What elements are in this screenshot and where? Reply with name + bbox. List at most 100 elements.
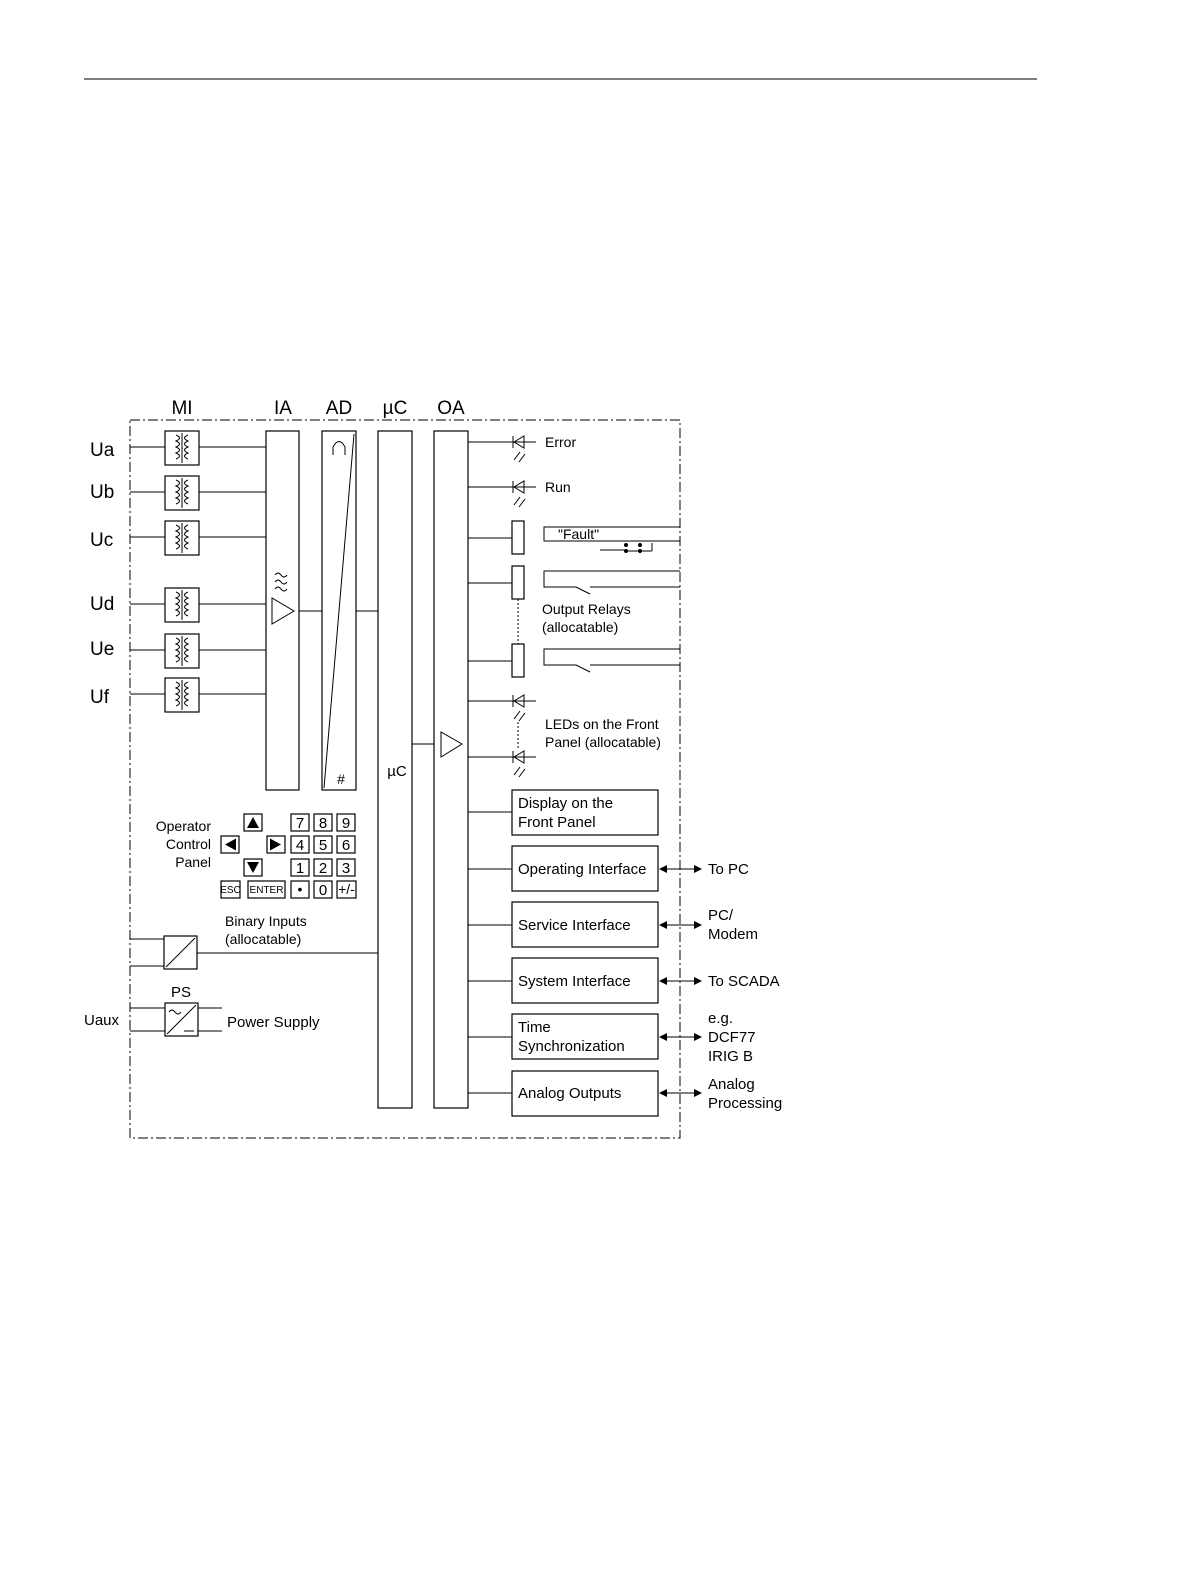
operator-panel-line-2: Control (166, 836, 211, 852)
key-3: 3 (342, 860, 350, 877)
interface-analog-outputs: Analog Outputs Analog Processing (468, 1070, 782, 1117)
input-transformer-uf (130, 677, 266, 713)
header-ad: AD (326, 398, 352, 419)
svg-text:Analog Outputs: Analog Outputs (518, 1085, 621, 1102)
arrow-down-key (243, 858, 263, 877)
binary-inputs-line-2: (allocatable) (225, 931, 301, 947)
header-oa: OA (437, 398, 465, 419)
input-label-ua: Ua (90, 440, 115, 461)
arrow-left-key (220, 835, 240, 854)
input-label-ud: Ud (90, 594, 114, 615)
error-led: Error (468, 434, 576, 463)
zero-key: 0 (313, 880, 333, 899)
svg-text:ESC: ESC (220, 885, 241, 896)
binary-inputs-line-1: Binary Inputs (225, 913, 307, 929)
key-6: 6 (342, 837, 350, 854)
input-label-uf: Uf (90, 687, 110, 708)
output-amplifier-icon (440, 731, 463, 758)
esc-key: ESC (220, 880, 241, 899)
key-1: 1 (296, 860, 304, 877)
interface-system: System Interface To SCADA (468, 957, 780, 1004)
header-uc: µC (383, 398, 408, 419)
input-transformer-ub (130, 475, 266, 511)
output-relays-line-2: (allocatable) (542, 619, 618, 635)
plusminus-key: +/- (336, 880, 357, 899)
leds-front-line-2: Panel (allocatable) (545, 734, 661, 750)
svg-text:0: 0 (319, 882, 327, 899)
svg-text:•: • (298, 881, 303, 897)
svg-text:ENTER: ENTER (250, 885, 284, 896)
svg-text:Display on the: Display on the (518, 795, 613, 812)
arrow-right-key (266, 835, 286, 854)
key-5: 5 (319, 837, 327, 854)
svg-text:Service Interface: Service Interface (518, 917, 631, 934)
front-led-2 (468, 750, 536, 778)
power-supply-label: Power Supply (227, 1014, 320, 1031)
output-relays-line-1: Output Relays (542, 601, 631, 617)
operator-panel-line-3: Panel (175, 854, 211, 870)
uc-label: µC (387, 763, 407, 780)
key-4: 4 (296, 837, 304, 854)
filter-icon (274, 572, 288, 592)
interface-service: Service Interface PC/ Modem (468, 901, 758, 948)
device-enclosure (129, 419, 681, 1139)
dot-key: • (290, 880, 310, 899)
input-label-ue: Ue (90, 639, 114, 660)
svg-text:IRIG B: IRIG B (708, 1048, 753, 1065)
front-led-1 (468, 694, 536, 722)
svg-text:Operating Interface: Operating Interface (518, 861, 646, 878)
fault-label: "Fault" (558, 526, 599, 542)
svg-text:Front Panel: Front Panel (518, 814, 596, 831)
ad-hash: # (337, 771, 345, 787)
svg-text:Modem: Modem (708, 926, 758, 943)
output-relay-1 (468, 565, 680, 600)
ia-block (265, 430, 300, 791)
interface-operating: Operating Interface To PC (468, 845, 749, 892)
svg-text:PC/: PC/ (708, 907, 734, 924)
run-label: Run (545, 479, 571, 495)
ps-label: PS (171, 984, 191, 1001)
error-label: Error (545, 434, 576, 450)
svg-text:Time: Time (518, 1019, 551, 1036)
svg-text:+/-: +/- (338, 881, 355, 897)
input-label-ub: Ub (90, 482, 114, 503)
key-8: 8 (319, 815, 327, 832)
interface-time-sync: Time Synchronization e.g. DCF77 IRIG B (468, 1010, 756, 1065)
input-label-uc: Uc (90, 530, 113, 551)
header-mi: MI (171, 398, 192, 419)
fault-relay: "Fault" (468, 520, 680, 555)
operator-panel-line-1: Operator (156, 818, 212, 834)
oa-block (433, 430, 469, 1109)
binary-inputs: Binary Inputs (allocatable) (130, 913, 378, 970)
key-9: 9 (342, 815, 350, 832)
svg-text:To SCADA: To SCADA (708, 973, 780, 990)
analog-icon (332, 441, 346, 455)
svg-text:DCF77: DCF77 (708, 1029, 756, 1046)
uaux-label: Uaux (84, 1012, 120, 1029)
leds-front-line-1: LEDs on the Front (545, 716, 659, 732)
output-relay-2 (468, 643, 680, 678)
input-transformer-ud (130, 587, 266, 623)
ad-block: # (321, 430, 357, 791)
svg-text:Synchronization: Synchronization (518, 1038, 625, 1055)
power-supply: PS Uaux Power Supply (84, 984, 320, 1037)
svg-text:To PC: To PC (708, 861, 749, 878)
svg-text:Analog: Analog (708, 1076, 755, 1093)
header-ia: IA (274, 398, 292, 419)
key-2: 2 (319, 860, 327, 877)
input-transformer-uc (130, 520, 266, 556)
enter-key: ENTER (247, 880, 286, 899)
input-transformer-ue (130, 633, 266, 669)
svg-text:e.g.: e.g. (708, 1010, 733, 1027)
amplifier-icon (271, 597, 295, 625)
key-7: 7 (296, 815, 304, 832)
arrow-up-key (243, 813, 263, 832)
svg-text:System Interface: System Interface (518, 973, 631, 990)
numeric-keypad: 7 8 9 4 5 6 1 2 3 (290, 813, 356, 877)
interface-display: Display on the Front Panel (468, 789, 659, 836)
input-transformer-ua (130, 430, 266, 466)
uc-block: µC (377, 430, 413, 1109)
svg-text:Processing: Processing (708, 1095, 782, 1112)
run-led: Run (468, 479, 571, 508)
